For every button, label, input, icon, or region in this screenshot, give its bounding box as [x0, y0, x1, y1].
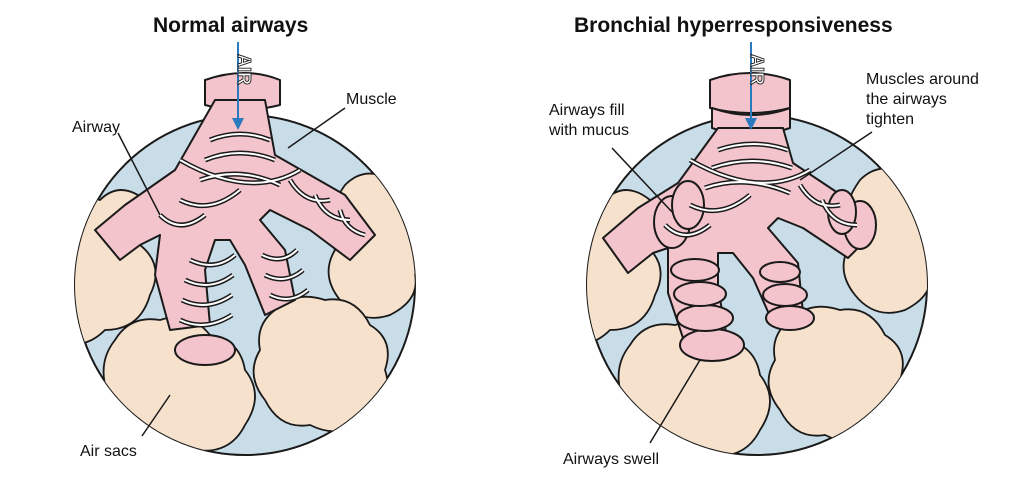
label-airways-fill-mucus: Airways fill with mucus: [549, 101, 629, 141]
label-muscles-tighten: Muscles around the airways tighten: [866, 70, 979, 130]
muscle-bands-left-highlight: [159, 133, 366, 326]
air-flow-arrow-left: [232, 42, 244, 130]
label-muscles-line-3: tighten: [866, 111, 915, 128]
air-label-right: AIR: [747, 54, 767, 85]
airway-tree-left: [94, 72, 376, 366]
airway-tree-right: [602, 72, 877, 362]
bronchial-hyperresponsiveness-illustration: [586, 42, 928, 456]
muscle-bands-right-highlight: [664, 143, 858, 236]
label-air-sacs: Air sacs: [80, 443, 137, 460]
label-muscles-line-1: Muscles around: [866, 71, 979, 88]
leader-lines-right: [611, 131, 873, 444]
normal-airways-illustration: [74, 42, 416, 456]
label-muscles-line-2: the airways: [866, 91, 947, 108]
label-airway: Airway: [72, 119, 121, 136]
label-mucus-line-1: Airways fill: [549, 102, 625, 119]
label-mucus-line-2: with mucus: [549, 122, 630, 139]
airway-mouth-left: [174, 334, 236, 366]
label-muscle: Muscle: [346, 91, 397, 108]
air-label-left: AIR: [234, 54, 254, 85]
air-flow-arrow-right: [745, 42, 757, 130]
panel-title-normal: Normal airways: [153, 14, 309, 37]
panel-title-bronchial: Bronchial hyperresponsiveness: [574, 14, 893, 37]
label-airways-swell: Airways swell: [563, 451, 660, 468]
leader-lines-left: [117, 107, 346, 437]
